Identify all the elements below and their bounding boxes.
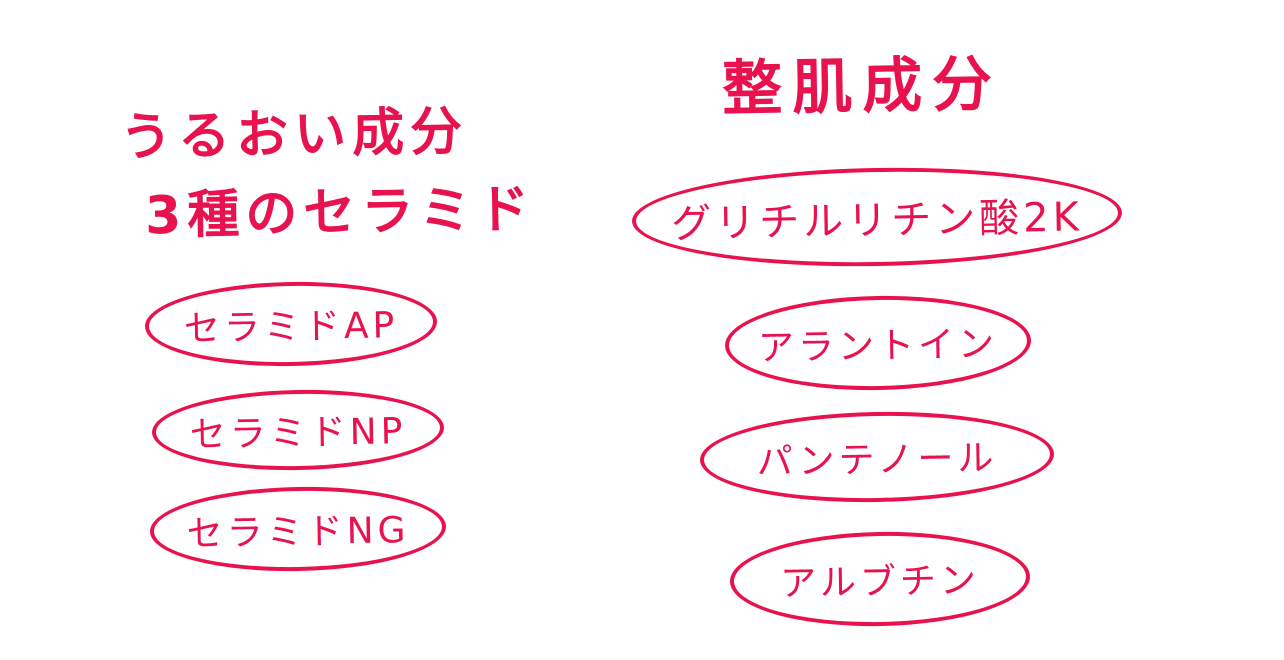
ingredient-pill-ceramide-np: セラミドNP bbox=[151, 387, 445, 473]
ingredient-label: アラントイン bbox=[757, 323, 999, 370]
ingredient-pill-arbutin: アルブチン bbox=[729, 529, 1031, 629]
skin-conditioning-ingredients-heading: 整肌成分 bbox=[721, 49, 1003, 125]
ingredient-label: パンテノール bbox=[756, 437, 998, 484]
ingredient-label: グリチルリチン酸2K bbox=[670, 194, 1084, 248]
ingredient-pill-allantoin: アラントイン bbox=[724, 293, 1032, 393]
three-ceramides-heading: 3種のセラミド bbox=[144, 179, 536, 247]
ingredient-pill-ceramide-ap: セラミドAP bbox=[144, 279, 438, 369]
ingredient-pill-dipotassium-glycyrrhizinate: グリチルリチン酸2K bbox=[631, 163, 1123, 271]
ingredient-label: セラミドAP bbox=[183, 305, 399, 350]
ingredient-label: セラミドNG bbox=[186, 510, 410, 555]
ingredient-pill-panthenol: パンテノール bbox=[699, 408, 1055, 506]
ingredient-label: セラミドNP bbox=[189, 411, 407, 456]
moisturizing-ingredients-heading: うるおい成分 bbox=[119, 101, 469, 169]
ingredient-pill-ceramide-ng: セラミドNG bbox=[149, 484, 447, 574]
ingredient-label: アルブチン bbox=[779, 560, 981, 605]
